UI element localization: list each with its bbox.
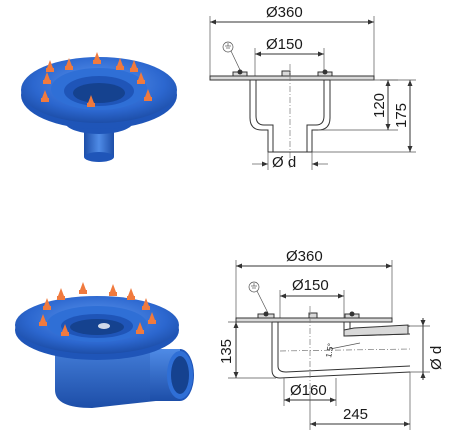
water-level-icon: [222, 41, 242, 73]
bottom-base-diameter-label: Ø160: [290, 382, 327, 399]
orange-bolts-bottom: [39, 282, 156, 336]
bottom-inner-diameter-label: Ø150: [292, 277, 329, 294]
bottom-height-label: 135: [218, 339, 235, 364]
top-outer-diameter-label: Ø360: [266, 4, 303, 21]
top-outlet-diameter-label: Ø d: [272, 154, 296, 171]
water-level-icon: [248, 281, 269, 314]
top-inner-diameter-label: Ø150: [266, 36, 303, 53]
slope-angle-label: 1.5°: [324, 343, 335, 359]
bottom-outlet-diameter-label: Ø d: [428, 346, 445, 370]
horizontal-drain-section-drawing: Ø360 Ø150 1.5°: [218, 248, 445, 430]
top-inner-height-label: 120: [371, 93, 388, 118]
bottom-outer-diameter-label: Ø360: [286, 248, 323, 265]
bottom-length-label: 245: [343, 406, 368, 423]
top-total-height-label: 175: [393, 103, 410, 128]
vertical-drain-section-drawing: Ø360 Ø150 Ø d: [209, 4, 416, 171]
orange-bolts-top: [41, 52, 152, 107]
vertical-drain-product-image: [21, 52, 177, 162]
horizontal-drain-product-image: [15, 282, 194, 408]
